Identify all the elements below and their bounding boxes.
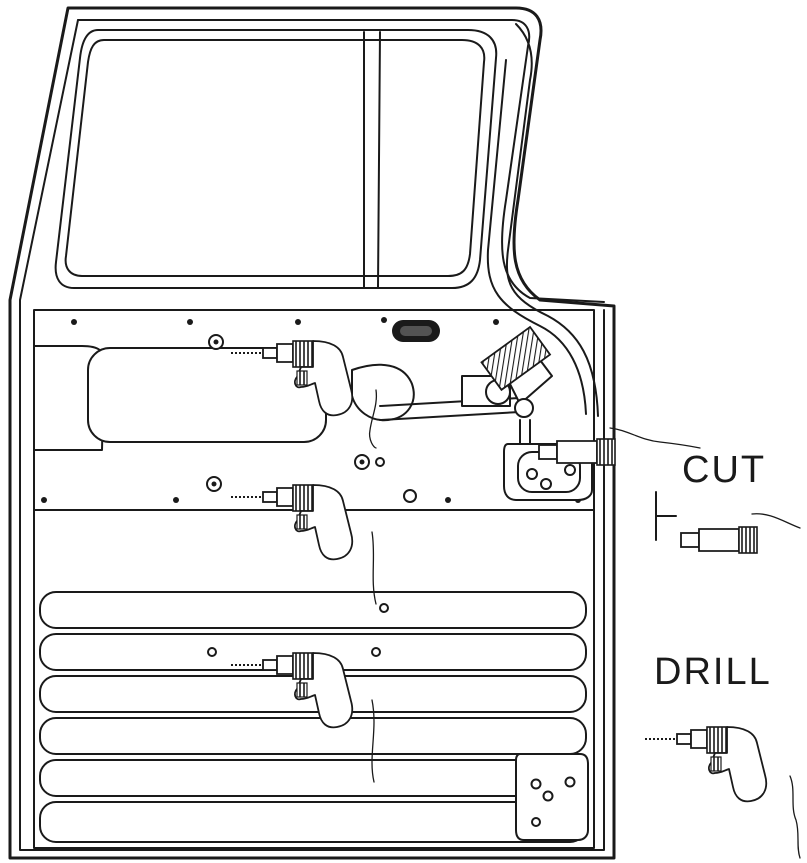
drill-on-door-2 xyxy=(230,484,377,605)
drill-on-door-1 xyxy=(230,340,378,449)
cut-label: CUT xyxy=(682,449,766,491)
inner-panel xyxy=(33,309,595,511)
legend-drill: DRILL xyxy=(644,651,801,859)
cutter-on-door xyxy=(538,427,701,466)
cutter-icon xyxy=(680,513,801,554)
drill-on-door-3 xyxy=(230,652,375,783)
door-frame xyxy=(8,6,616,860)
legend-cut: CUT xyxy=(655,449,801,554)
drill-icon xyxy=(644,726,801,859)
drill-label: DRILL xyxy=(654,651,772,693)
